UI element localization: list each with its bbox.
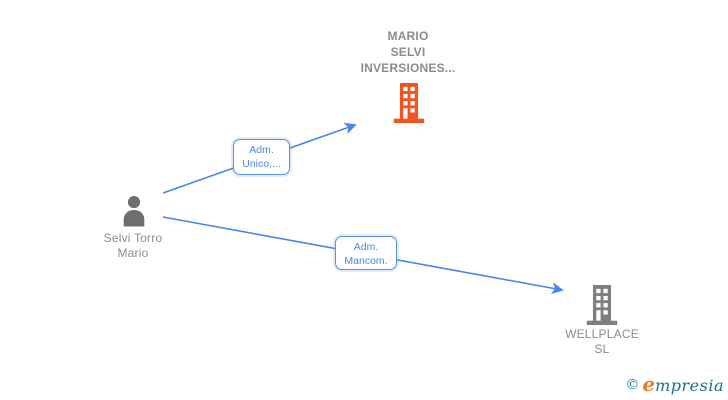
copyright-icon: © — [625, 377, 640, 393]
company-top-label[interactable]: MARIO SELVI INVERSIONES... — [328, 28, 488, 76]
empresia-logo-text: mpresia — [655, 376, 724, 395]
person-icon[interactable] — [119, 194, 149, 227]
empresia-logo[interactable]: ©empresia — [625, 372, 724, 396]
edge-label-adm-mancom[interactable]: Adm. Mancom. — [335, 236, 397, 270]
company-bottom-label-line2: SL — [594, 342, 610, 356]
person-label-line2: Mario — [117, 246, 149, 260]
empresia-logo-initial: e — [642, 372, 656, 396]
person-label[interactable]: Selvi Torro Mario — [53, 231, 213, 261]
edge-label-line1: Adm. — [353, 241, 379, 253]
person-label-line1: Selvi Torro — [103, 231, 163, 245]
edge-label-line2: Unico,... — [242, 158, 281, 170]
building-icon[interactable] — [392, 83, 426, 123]
company-top-label-line3: INVERSIONES... — [360, 61, 456, 75]
company-top-label-line1: MARIO — [387, 29, 429, 43]
company-top-label-line2: SELVI — [390, 45, 426, 59]
edge-label-line1: Adm. — [249, 144, 274, 156]
company-bottom-label-line1: WELLPLACE — [565, 327, 639, 341]
building-icon[interactable] — [585, 285, 619, 325]
edge-label-adm-unico[interactable]: Adm. Unico,... — [233, 139, 290, 175]
edge-label-line2: Mancom. — [344, 255, 388, 267]
company-bottom-label[interactable]: WELLPLACE SL — [522, 327, 682, 357]
